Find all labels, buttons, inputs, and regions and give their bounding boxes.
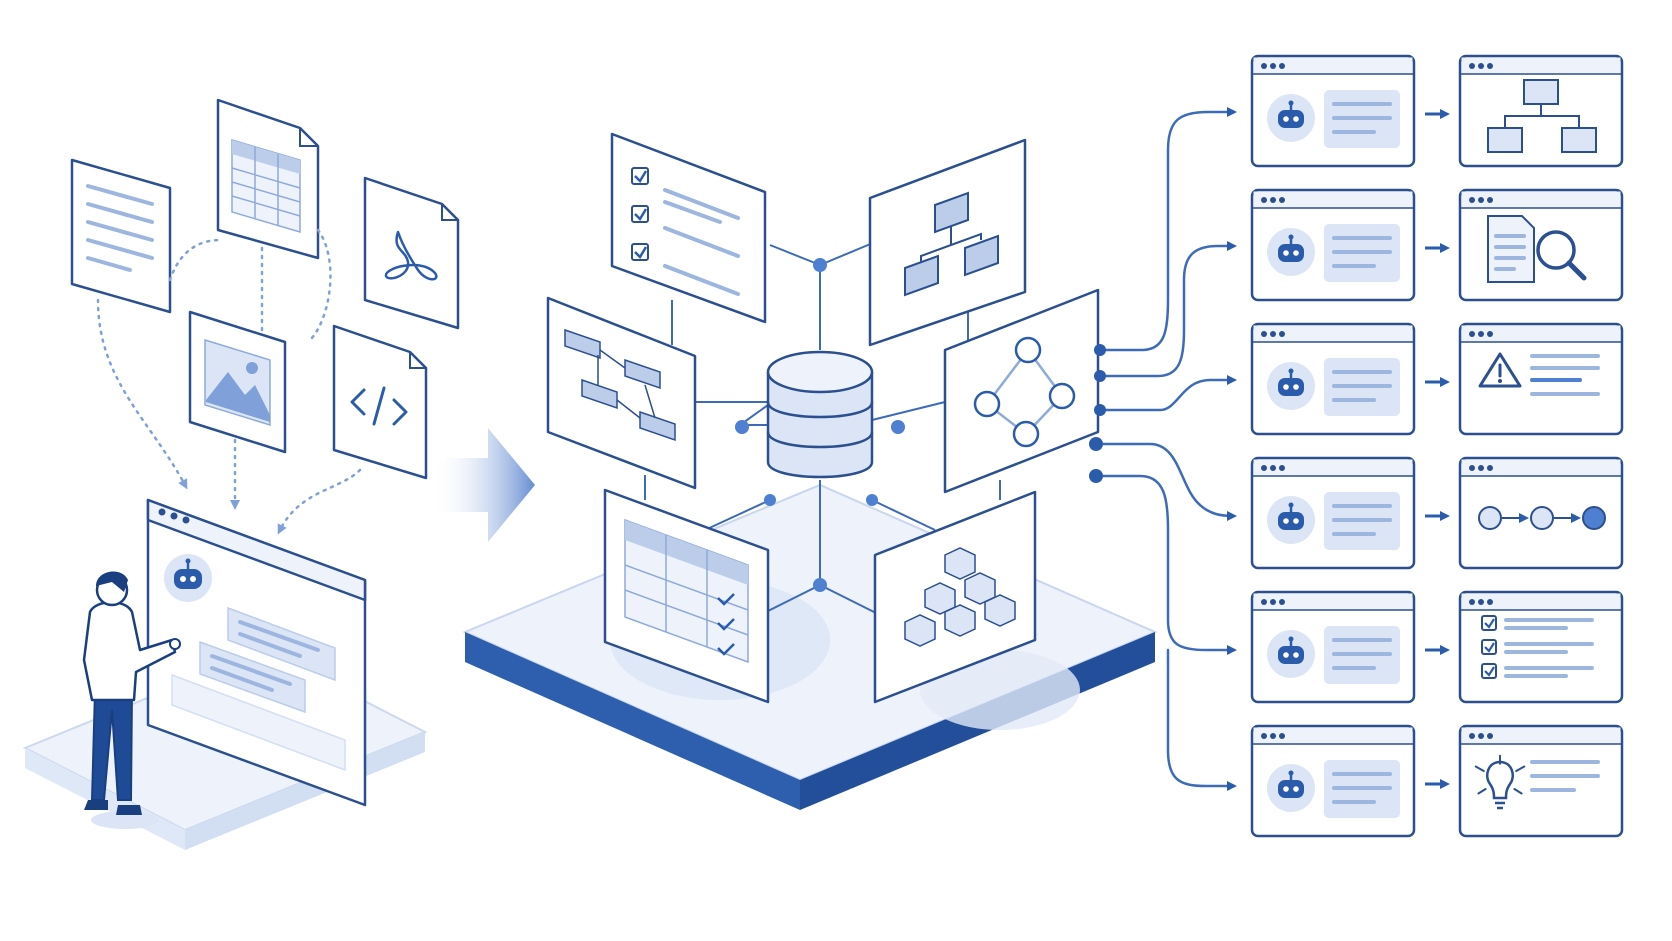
source-dotted-connectors <box>96 228 362 535</box>
result-window <box>1458 188 1624 302</box>
result-window <box>1458 54 1624 168</box>
robot-icon <box>1267 94 1315 142</box>
output-row <box>1250 322 1624 436</box>
output-row <box>1250 188 1624 302</box>
flowchart-panel <box>546 296 697 490</box>
output-row <box>1250 590 1624 704</box>
graph-network-panel <box>943 288 1100 494</box>
checklist-icon <box>1481 615 1594 679</box>
process-steps-icon <box>1478 506 1606 530</box>
graph-network-icon <box>973 336 1076 448</box>
agent-window <box>1250 590 1416 704</box>
transfer-arrow <box>432 428 535 542</box>
output-rows <box>1250 54 1624 838</box>
database-icon <box>766 350 874 479</box>
robot-icon <box>1267 496 1315 544</box>
cubes-icon <box>904 547 1016 647</box>
agent-window <box>1250 456 1416 570</box>
hub-connectors <box>644 239 1001 616</box>
table-check-icon <box>624 518 749 664</box>
checklist-panel <box>610 132 767 324</box>
image-icon <box>188 310 287 454</box>
hierarchy-icon <box>1487 79 1597 153</box>
hub-platform <box>462 483 1158 810</box>
result-window <box>1458 322 1624 436</box>
flowchart-icon <box>564 328 676 442</box>
robot-icon <box>1267 228 1315 276</box>
hub-connector-nodes <box>735 258 905 592</box>
hub-group <box>462 132 1158 810</box>
spreadsheet-icon <box>216 98 320 260</box>
output-branches <box>1100 107 1237 791</box>
robot-icon <box>1267 362 1315 410</box>
document-search-icon <box>1487 215 1587 283</box>
output-row <box>1250 456 1624 570</box>
agent-window <box>1250 54 1416 168</box>
assistant-window <box>146 498 367 807</box>
code-icon <box>332 324 428 480</box>
hierarchy-icon <box>904 191 999 297</box>
warning-icon <box>1478 352 1600 396</box>
robot-icon <box>1267 764 1315 812</box>
agent-window <box>1250 188 1416 302</box>
agent-window <box>1250 322 1416 436</box>
result-window <box>1458 724 1624 838</box>
checklist-icon <box>631 167 740 296</box>
robot-icon <box>1267 630 1315 678</box>
result-window <box>1458 456 1624 570</box>
robot-icon <box>164 554 212 602</box>
agent-window <box>1250 724 1416 838</box>
output-branch-nodes <box>1089 344 1106 483</box>
output-row <box>1250 724 1624 838</box>
lightbulb-icon <box>1474 754 1600 810</box>
table-check-panel <box>603 488 770 704</box>
left-sources-group <box>22 98 460 850</box>
text-document-icon <box>70 158 172 314</box>
result-window <box>1458 590 1624 704</box>
cubes-panel <box>873 490 1037 704</box>
hierarchy-panel <box>868 138 1027 347</box>
person-icon <box>82 571 181 829</box>
pdf-icon <box>363 176 460 330</box>
output-row <box>1250 54 1624 168</box>
